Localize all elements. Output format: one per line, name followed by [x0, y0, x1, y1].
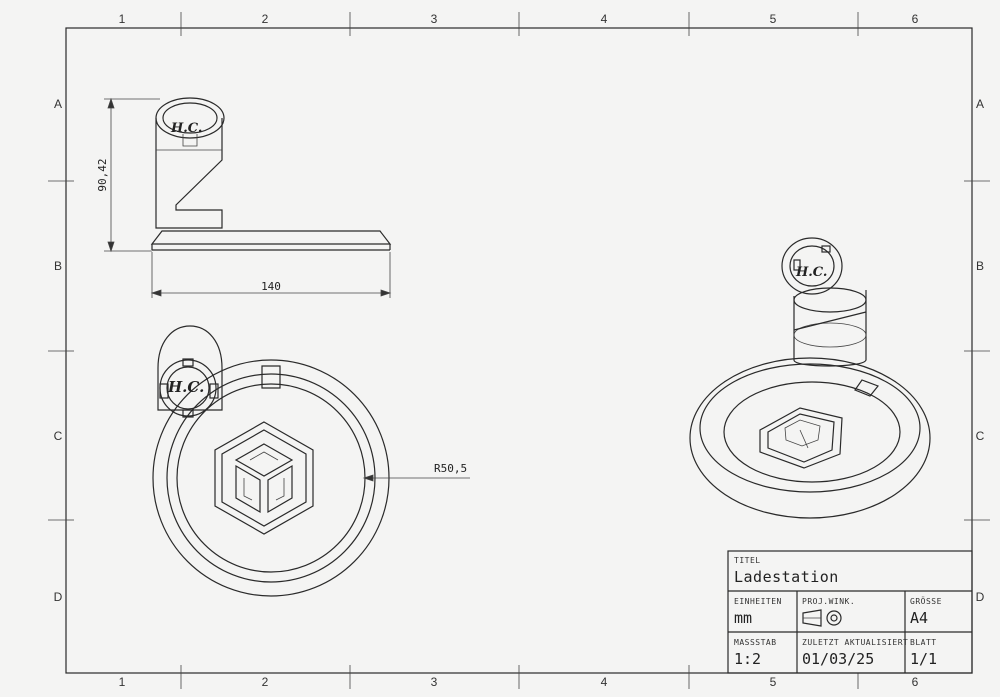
zone-col-1-bottom: 1 [119, 675, 126, 689]
zone-col-5-top: 5 [770, 12, 777, 26]
units-value: mm [734, 609, 752, 627]
scale-value: 1:2 [734, 650, 761, 668]
height-dimension [104, 97, 160, 253]
zone-col-2-bottom: 2 [262, 675, 269, 689]
logo-top-view: H.C. [167, 378, 204, 396]
units-label: EINHEITEN [734, 597, 782, 606]
radius-dimension-label: R50,5 [434, 462, 467, 475]
logo-side-view: H.C. [170, 121, 202, 136]
title-block [727, 550, 973, 674]
logo-iso-view: H.C. [795, 265, 827, 280]
zone-col-6-top: 6 [912, 12, 919, 26]
zone-col-4-bottom: 4 [601, 675, 608, 689]
zone-col-6-bottom: 6 [912, 675, 919, 689]
zone-col-3-bottom: 3 [431, 675, 438, 689]
zone-col-5-bottom: 5 [770, 675, 777, 689]
radius-dimension [362, 474, 470, 482]
zone-row-c-left: C [54, 429, 63, 443]
isometric-view: H.C. [689, 237, 931, 519]
zone-col-3-top: 3 [431, 12, 438, 26]
sheet-value: 1/1 [910, 650, 937, 668]
width-dimension [150, 252, 392, 298]
size-value: A4 [910, 609, 928, 627]
title-value: Ladestation [734, 568, 839, 586]
zone-col-2-top: 2 [262, 12, 269, 26]
sheet-label: BLATT [910, 638, 937, 647]
zone-col-4-top: 4 [601, 12, 608, 26]
scale-label: MASSSTAB [734, 638, 777, 647]
height-dimension-label: 90,42 [96, 158, 109, 191]
side-view: H.C. [150, 97, 392, 251]
width-dimension-label: 140 [261, 280, 281, 293]
zone-row-b-right: B [976, 259, 984, 273]
zone-row-d-left: D [54, 590, 63, 604]
zone-col-1-top: 1 [119, 12, 126, 26]
updated-value: 01/03/25 [802, 650, 874, 668]
zone-row-a-left: A [54, 97, 62, 111]
updated-label: ZULETZT AKTUALISIERT [802, 638, 908, 647]
zone-row-a-right: A [976, 97, 984, 111]
projection-label: PROJ.WINK. [802, 597, 855, 606]
top-view: H.C. [152, 325, 390, 597]
zone-row-c-right: C [976, 429, 985, 443]
zone-row-b-left: B [54, 259, 62, 273]
size-label: GRÖSSE [910, 596, 942, 606]
title-label: TITEL [734, 556, 761, 565]
zone-ticks [48, 12, 990, 689]
projection-symbol-icon [802, 609, 842, 627]
zone-row-d-right: D [976, 590, 985, 604]
